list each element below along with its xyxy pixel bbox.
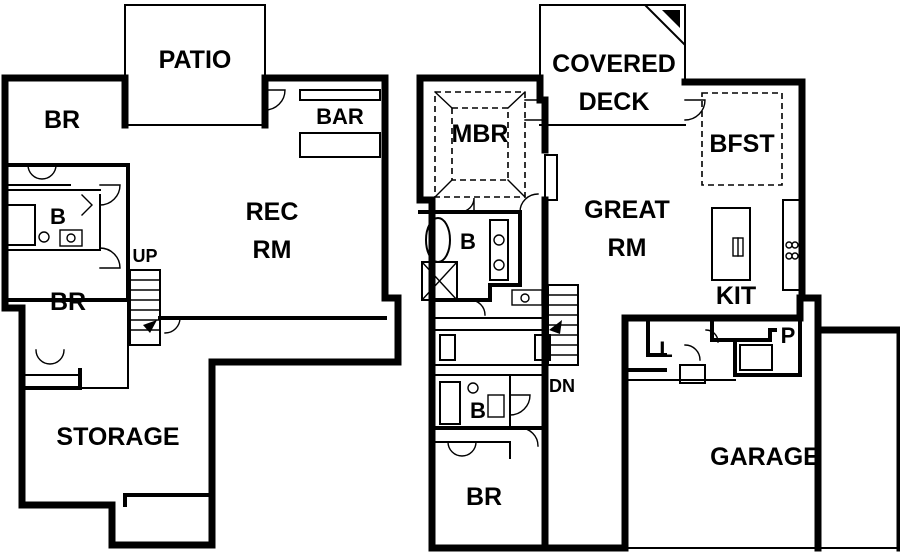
stairs-down bbox=[547, 284, 579, 366]
lower-sink-bowl bbox=[66, 233, 76, 243]
bfst-outline bbox=[701, 92, 783, 186]
bfst-door-swing bbox=[684, 99, 706, 121]
lower-sink bbox=[59, 229, 83, 247]
mbr-label: MBR bbox=[452, 120, 509, 148]
mbr-tray-corners bbox=[434, 91, 526, 198]
storage-label: STORAGE bbox=[56, 423, 179, 451]
br-closet bbox=[20, 368, 82, 390]
bath2-tub bbox=[439, 381, 461, 425]
laundry-washer bbox=[679, 364, 706, 384]
br-closet-doors bbox=[447, 441, 477, 457]
mbr-door bbox=[524, 99, 546, 121]
br-top-label: BR bbox=[44, 106, 80, 134]
mbr-tray-outer bbox=[434, 91, 526, 198]
bath-door-detail bbox=[81, 194, 93, 216]
master-shower bbox=[421, 261, 458, 301]
up-label: UP bbox=[132, 246, 157, 266]
bar-counter bbox=[299, 132, 381, 158]
closet-door-swing bbox=[469, 299, 486, 316]
lower-exterior-wall bbox=[1, 74, 402, 549]
mb-toilet bbox=[520, 293, 530, 303]
sink-2 bbox=[493, 259, 505, 271]
laundry-door-swing bbox=[684, 344, 701, 361]
covered-deck-label-line2: DECK bbox=[579, 88, 650, 116]
bath-door-swing bbox=[99, 184, 121, 206]
garage-right-wall bbox=[814, 326, 900, 552]
coat-closet bbox=[534, 334, 551, 361]
pantry-label: P bbox=[781, 323, 796, 348]
stairs-up bbox=[129, 269, 161, 346]
lower-toilet bbox=[38, 231, 50, 243]
hall-walls bbox=[431, 317, 546, 331]
linen-closet bbox=[439, 334, 456, 361]
rec-door-swing bbox=[164, 317, 181, 334]
burner-4 bbox=[791, 252, 799, 260]
hall-door-mbr bbox=[519, 193, 539, 213]
mbr-tray-inner bbox=[451, 107, 509, 181]
deck-corner-fill bbox=[662, 10, 680, 28]
shower-cross bbox=[421, 261, 458, 301]
br-door-swing bbox=[519, 427, 539, 447]
laundry-walls bbox=[623, 316, 667, 372]
pantry-walls bbox=[733, 316, 802, 377]
deck-corner-fireplace bbox=[642, 4, 686, 48]
laundry-label: L bbox=[659, 337, 672, 362]
rec-rm-label-line2: RM bbox=[253, 236, 292, 264]
lower-level-plan: PATIO BAR BR B REC RM UP BR STORAGE bbox=[1, 4, 402, 549]
covered-deck-label-line1: COVERED bbox=[552, 50, 676, 78]
bfst-label: BFST bbox=[709, 130, 774, 158]
br-closet-wall bbox=[431, 441, 511, 459]
bar-counter-top bbox=[299, 89, 381, 101]
hall-door-swing bbox=[99, 247, 121, 269]
sink-1 bbox=[493, 234, 505, 246]
garage-door-swing bbox=[705, 329, 719, 343]
patio-outline bbox=[124, 4, 266, 126]
bath2-sink bbox=[487, 394, 505, 418]
closet-doors-top bbox=[27, 164, 57, 180]
great-rm-label-line2: RM bbox=[608, 234, 647, 262]
bar-door-swing bbox=[264, 89, 286, 111]
bar-label: BAR bbox=[316, 104, 364, 129]
bedrooms-partition bbox=[3, 163, 130, 302]
fireplace bbox=[544, 154, 558, 201]
bath2-label: B bbox=[470, 398, 486, 423]
burner-2 bbox=[791, 241, 799, 249]
pantry-shelf bbox=[739, 344, 773, 371]
kitchen-lower-counter bbox=[710, 316, 777, 342]
bath2-toilet bbox=[467, 382, 479, 394]
hall-lower-wall bbox=[431, 364, 546, 376]
lower-bath-label: B bbox=[50, 204, 66, 229]
burner-3 bbox=[785, 252, 793, 260]
bath2-door-swing bbox=[509, 394, 531, 416]
burner-1 bbox=[785, 241, 793, 249]
kitchen-counter bbox=[782, 199, 801, 291]
closet-doors-bottom bbox=[35, 349, 65, 365]
great-rm-label-line1: GREAT bbox=[584, 196, 670, 224]
rec-rm-label-line1: REC bbox=[246, 198, 299, 226]
master-bath-walls bbox=[418, 210, 522, 302]
main-level-plan: COVERED DECK MBR BFST GREAT RM B KIT L P… bbox=[416, 4, 900, 552]
garage-label: GARAGE bbox=[710, 443, 820, 471]
mbath-door-swing bbox=[459, 197, 475, 213]
storage-bump-wall bbox=[123, 493, 214, 507]
br-label: BR bbox=[466, 483, 502, 511]
master-vanity bbox=[489, 219, 509, 281]
br-bottom-label: BR bbox=[50, 288, 86, 316]
kit-label: KIT bbox=[716, 282, 756, 310]
patio-label: PATIO bbox=[159, 46, 232, 74]
kitchen-island bbox=[711, 207, 751, 281]
master-bath-label: B bbox=[460, 229, 476, 254]
lower-bath-tub bbox=[6, 204, 36, 246]
lower-bath-wall bbox=[4, 194, 101, 251]
down-label: DN bbox=[549, 376, 575, 396]
toilet-room bbox=[511, 289, 543, 306]
